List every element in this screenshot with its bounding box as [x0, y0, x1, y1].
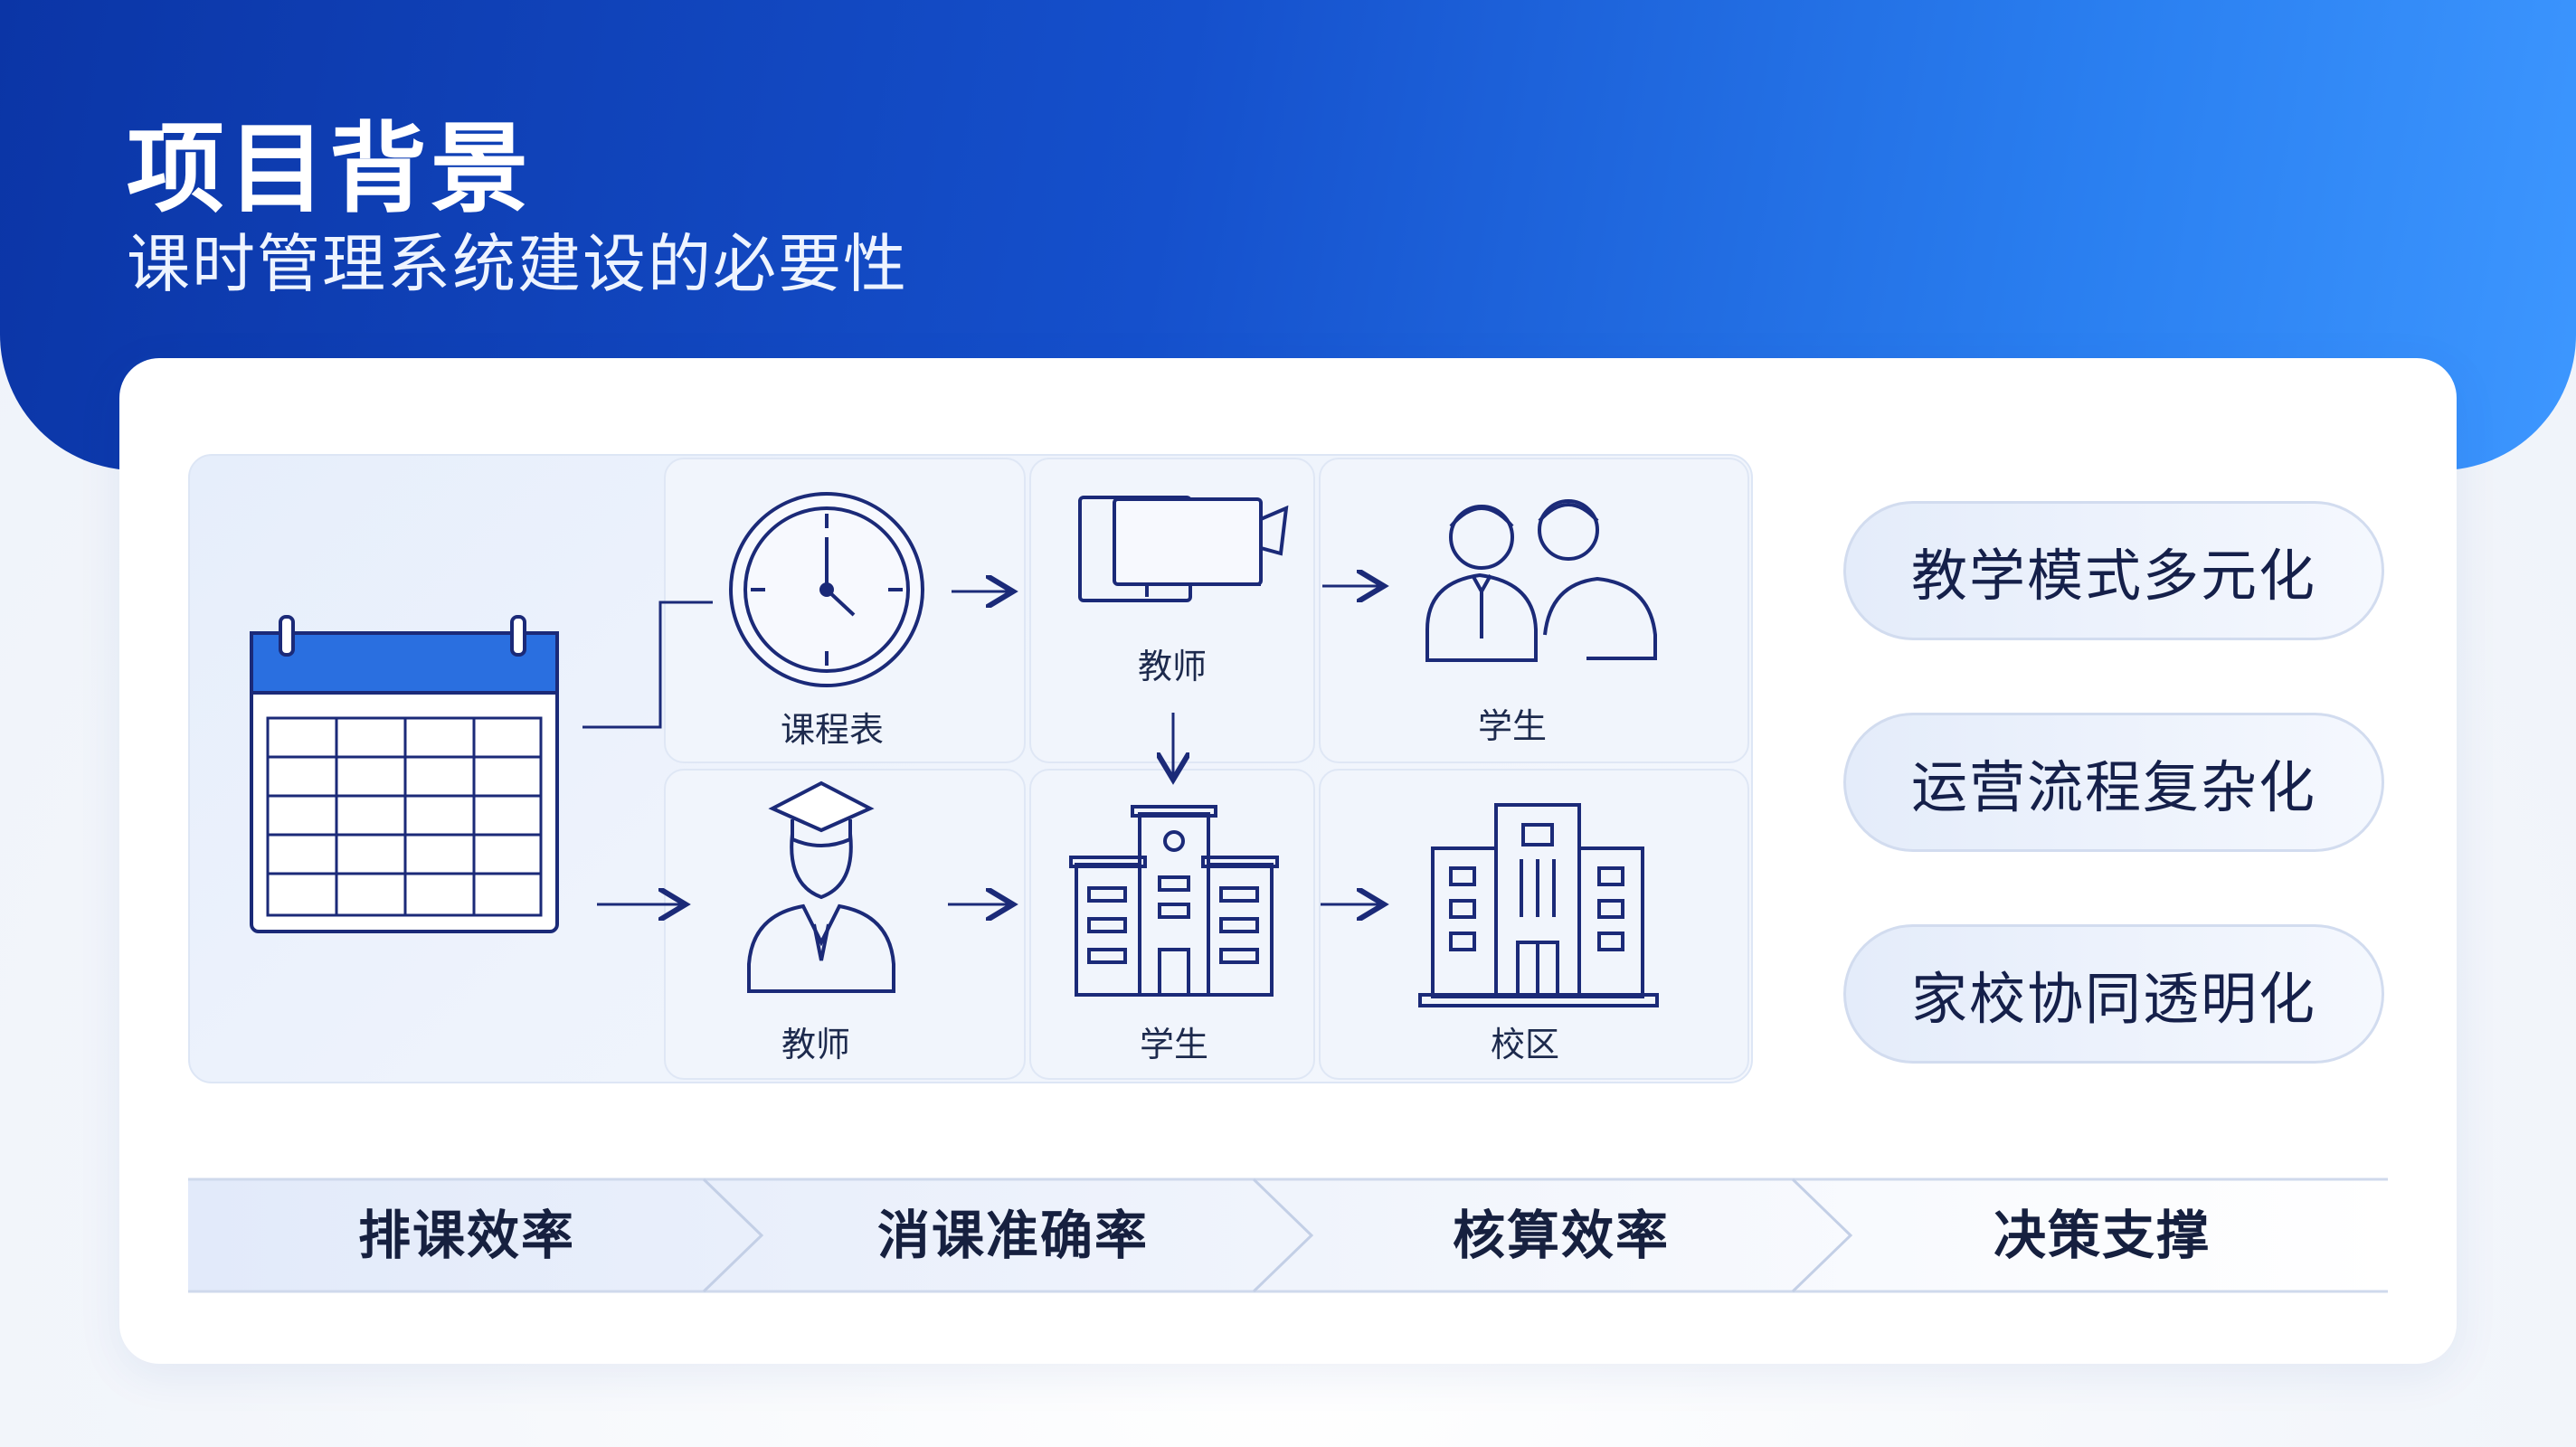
- calendar-icon: [250, 615, 559, 933]
- node-label-students-group: 学生: [1477, 706, 1547, 746]
- page-subtitle: 课时管理系统建设的必要性: [127, 227, 908, 301]
- graduate-teacher-icon: [747, 780, 895, 993]
- page-title: 项目背景: [127, 113, 533, 226]
- node-label-teacher: 教师: [781, 1025, 850, 1064]
- people-icon: [1425, 499, 1657, 662]
- tile-campus: [1319, 769, 1749, 1080]
- flow-step: 消课准确率: [876, 1205, 1149, 1266]
- connector-line: [582, 601, 713, 729]
- chevron-divider: [702, 1177, 764, 1293]
- flow-step: 排课效率: [357, 1205, 575, 1266]
- node-label-schedule: 课程表: [780, 710, 884, 750]
- chevron-divider: [1252, 1177, 1314, 1293]
- monitor-icon: [1078, 496, 1289, 602]
- school-building-icon: [1069, 805, 1279, 997]
- clock-icon: [729, 492, 924, 687]
- diagram-icons: [250, 492, 1659, 1007]
- feature-pill: 教学模式多元化: [1843, 501, 2384, 640]
- feature-pill: 运营流程复杂化: [1843, 713, 2384, 852]
- flow-step: 决策支撑: [1993, 1205, 2211, 1266]
- feature-pill: 家校协同透明化: [1843, 924, 2384, 1064]
- campus-building-icon: [1418, 803, 1659, 1007]
- flow-step: 核算效率: [1452, 1205, 1670, 1266]
- node-label-student-school: 学生: [1139, 1025, 1208, 1064]
- node-label-campus: 校区: [1490, 1025, 1559, 1064]
- chevron-divider: [1791, 1177, 1853, 1293]
- flow-bar: [188, 1177, 2388, 1293]
- node-label-teacher-device: 教师: [1137, 647, 1207, 686]
